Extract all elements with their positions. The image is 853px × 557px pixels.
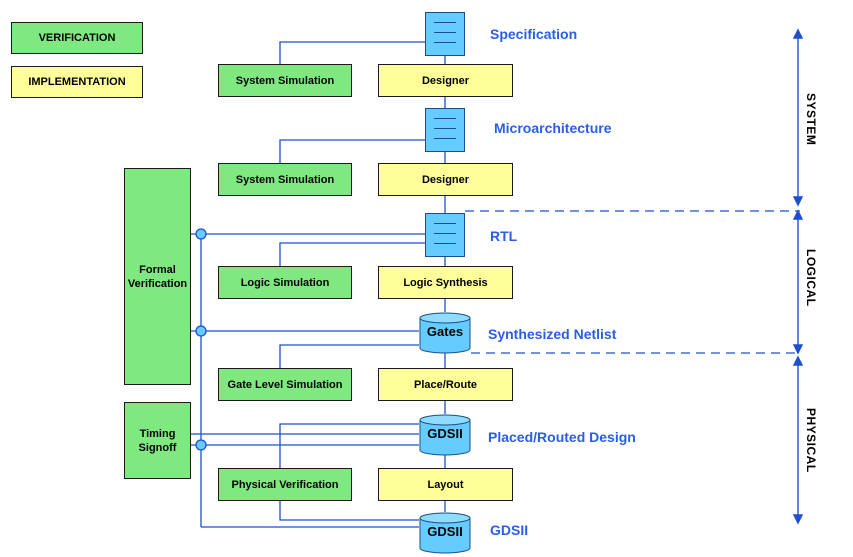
timing-signoff-box: Timing Signoff: [124, 402, 191, 479]
stage-rtl: RTL: [490, 228, 518, 244]
level-system-label: SYSTEM: [804, 93, 818, 146]
stage-microarchitecture: Microarchitecture: [494, 120, 612, 136]
gdsii-final-label: GDSII: [427, 524, 463, 539]
designer-box-1: Designer: [378, 64, 513, 97]
level-physical-label: PHYSICAL: [804, 408, 818, 473]
stage-gdsii: GDSII: [490, 522, 529, 538]
level-logical-label: LOGICAL: [804, 249, 818, 307]
legend-verification: VERIFICATION: [11, 22, 143, 54]
layout-box: Layout: [378, 468, 513, 501]
gdsii-final-database-icon: GDSII: [419, 512, 471, 554]
gdsii-placed-label: GDSII: [427, 426, 463, 441]
formal-verification-box: Formal Verification: [124, 168, 191, 385]
logic-simulation-box: Logic Simulation: [218, 266, 352, 299]
stage-synthesized-netlist: Synthesized Netlist: [488, 326, 617, 342]
system-simulation-box-2: System Simulation: [218, 163, 352, 196]
microarchitecture-document-icon: [425, 108, 465, 152]
gates-label: Gates: [426, 324, 464, 339]
legend-implementation: IMPLEMENTATION: [11, 66, 143, 98]
rtl-document-icon: [425, 213, 465, 257]
stage-placed-routed-design: Placed/Routed Design: [488, 429, 636, 445]
specification-document-icon: [425, 12, 465, 56]
stage-specification: Specification: [490, 26, 578, 42]
physical-verification-box: Physical Verification: [218, 468, 352, 501]
system-simulation-box-1: System Simulation: [218, 64, 352, 97]
place-route-box: Place/Route: [378, 368, 513, 401]
designer-box-2: Designer: [378, 163, 513, 196]
gdsii-database-icon: GDSII: [419, 414, 471, 456]
gate-level-simulation-box: Gate Level Simulation: [218, 368, 352, 401]
logic-synthesis-box: Logic Synthesis: [378, 266, 513, 299]
gates-database-icon: Gates: [419, 312, 471, 354]
